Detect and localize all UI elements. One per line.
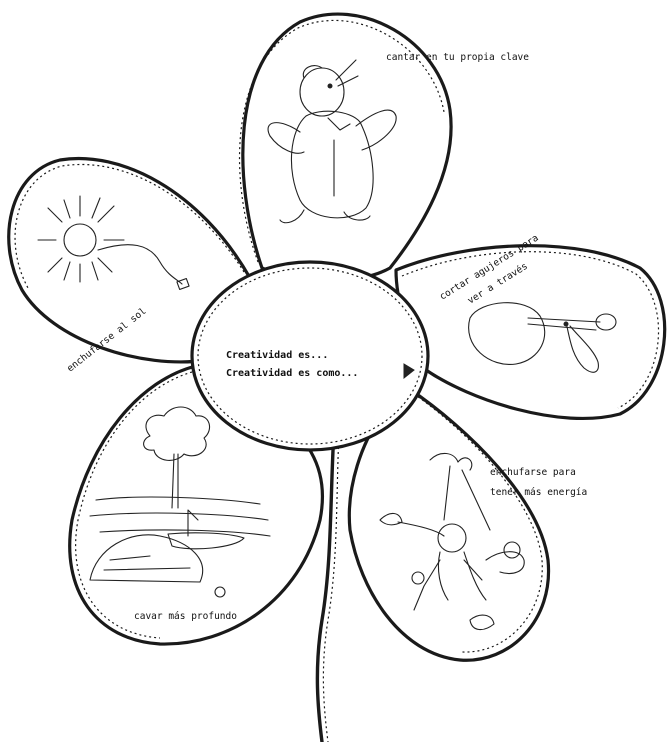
flower-center: Creatividad es... Creatividad es como... bbox=[192, 262, 428, 450]
petal-right: cortar agujeros para ver a través bbox=[396, 233, 665, 419]
petal-lower-right-label-line2: tener más energía bbox=[490, 487, 587, 498]
petal-lower-right-label-line1: enchufarse para bbox=[490, 467, 576, 478]
petal-lower-left-label: cavar más profundo bbox=[134, 611, 237, 622]
petal-top-label: cantar en tu propia clave bbox=[386, 52, 529, 63]
petal-top: cantar en tu propia clave bbox=[240, 14, 530, 281]
center-line-1: Creatividad es... bbox=[226, 349, 328, 361]
center-line-2: Creatividad es como... bbox=[226, 367, 358, 379]
